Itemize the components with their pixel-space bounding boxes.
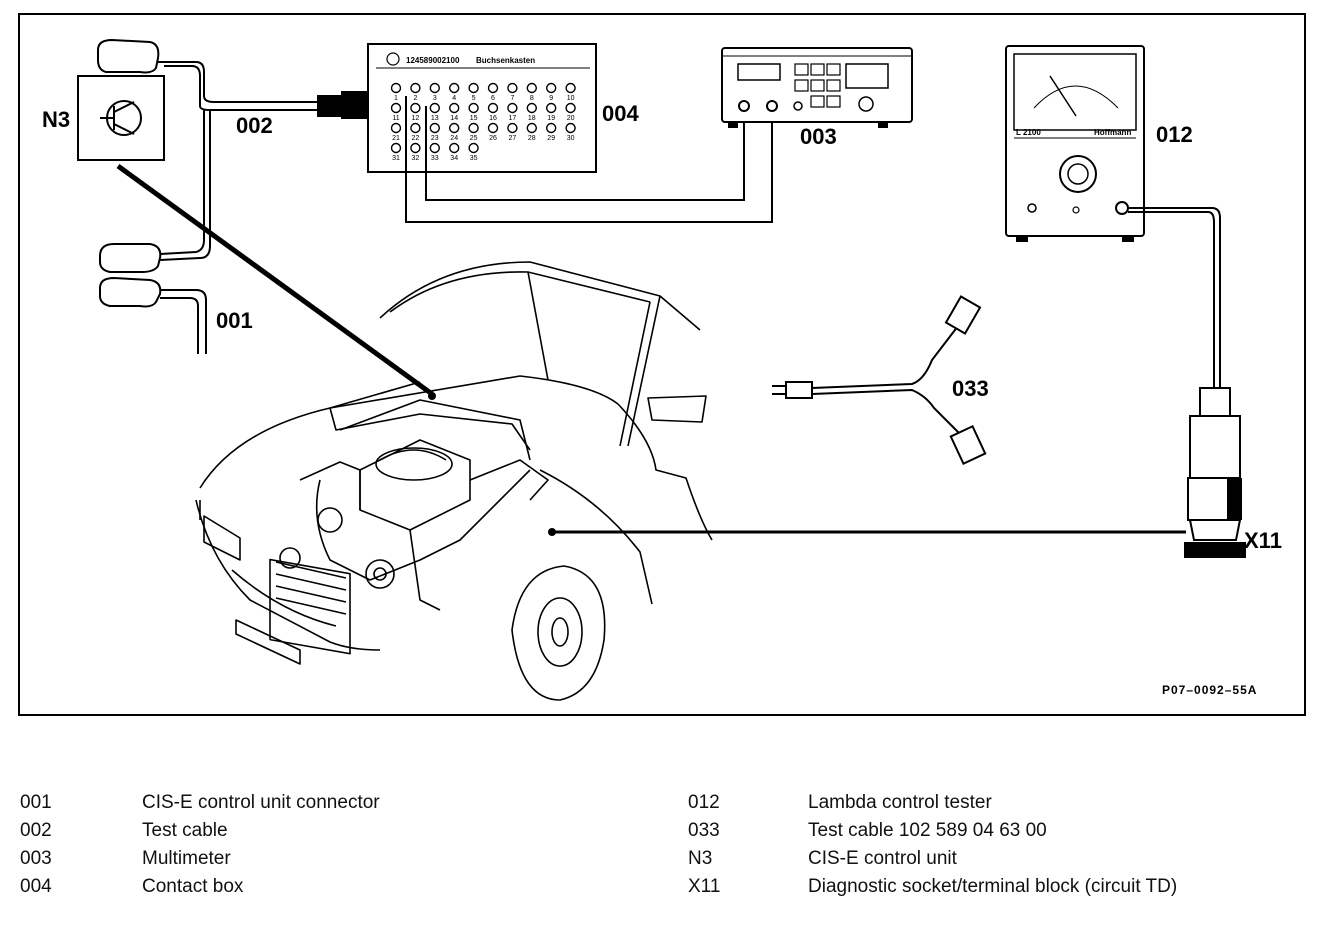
socket-label-22: 22 xyxy=(412,135,420,142)
socket-32 xyxy=(410,142,421,154)
x11-probe xyxy=(1184,387,1246,558)
socket-16 xyxy=(487,102,499,114)
callout-001: 001 xyxy=(216,308,253,333)
socket-label-16: 16 xyxy=(489,115,497,122)
lambda-tester-012: L 2100 Hoffmann xyxy=(1005,45,1145,242)
socket-label-32: 32 xyxy=(412,155,420,162)
vehicle-drawing xyxy=(195,261,713,701)
tester-label: L 2100 xyxy=(1016,128,1041,137)
socket-label-27: 27 xyxy=(509,135,517,142)
callout-003: 003 xyxy=(800,124,837,149)
socket-12 xyxy=(410,102,421,114)
callout-x11: X11 xyxy=(1244,528,1282,553)
callout-002: 002 xyxy=(236,113,273,138)
socket-3 xyxy=(429,82,440,94)
callout-n3: N3 xyxy=(42,107,70,132)
contact-box-part-number: 124589002100 xyxy=(406,56,460,65)
socket-14 xyxy=(449,102,460,114)
socket-label-23: 23 xyxy=(431,135,439,142)
socket-label-3: 3 xyxy=(433,95,437,102)
multimeter-003 xyxy=(721,47,913,128)
cable-002 xyxy=(158,61,369,261)
socket-25 xyxy=(468,122,479,134)
socket-22 xyxy=(410,122,421,134)
socket-24 xyxy=(449,122,460,134)
diagram-frame xyxy=(18,13,1306,716)
socket-label-14: 14 xyxy=(450,115,458,122)
socket-label-11: 11 xyxy=(392,115,399,122)
figure-reference: P07–0092–55A xyxy=(1162,683,1257,697)
tester-brand: Hoffmann xyxy=(1094,128,1131,137)
socket-label-18: 18 xyxy=(528,115,536,122)
socket-label-2: 2 xyxy=(413,95,417,102)
socket-20 xyxy=(565,102,576,114)
socket-10 xyxy=(565,82,576,94)
socket-label-8: 8 xyxy=(530,95,534,102)
socket-17 xyxy=(507,102,518,114)
socket-label-24: 24 xyxy=(450,135,458,142)
socket-label-17: 17 xyxy=(509,115,517,122)
socket-1 xyxy=(390,82,402,94)
socket-label-13: 13 xyxy=(431,115,439,122)
contact-box-title: Buchsenkasten xyxy=(476,56,535,65)
socket-29 xyxy=(546,122,557,134)
socket-label-20: 20 xyxy=(567,115,575,122)
socket-34 xyxy=(449,142,460,154)
socket-19 xyxy=(546,102,557,114)
socket-23 xyxy=(429,122,440,134)
socket-label-12: 12 xyxy=(412,115,420,122)
socket-5 xyxy=(468,82,479,94)
socket-15 xyxy=(468,102,479,114)
test-cable-033 xyxy=(772,295,987,465)
socket-33 xyxy=(429,142,440,154)
socket-label-4: 4 xyxy=(452,95,456,102)
socket-7 xyxy=(507,82,518,94)
socket-4 xyxy=(449,82,460,94)
socket-label-7: 7 xyxy=(510,95,514,102)
socket-label-1: 1 xyxy=(394,95,398,102)
tester-cable xyxy=(1128,207,1221,392)
socket-label-28: 28 xyxy=(528,135,536,142)
socket-label-15: 15 xyxy=(470,115,478,122)
socket-11 xyxy=(390,102,402,114)
connector-001 xyxy=(99,243,207,354)
socket-13 xyxy=(429,102,440,114)
multimeter-leads xyxy=(405,96,773,223)
socket-label-10: 10 xyxy=(567,95,575,102)
callout-033: 033 xyxy=(952,376,989,401)
socket-label-6: 6 xyxy=(491,95,495,102)
socket-21 xyxy=(390,122,402,134)
socket-35 xyxy=(468,142,479,154)
socket-label-34: 34 xyxy=(450,155,458,162)
socket-8 xyxy=(526,82,537,94)
socket-26 xyxy=(487,122,499,134)
control-unit-n3 xyxy=(77,38,165,161)
socket-label-33: 33 xyxy=(431,155,439,162)
socket-9 xyxy=(546,82,557,94)
socket-label-30: 30 xyxy=(567,135,575,142)
callout-004: 004 xyxy=(602,101,639,126)
socket-label-29: 29 xyxy=(547,135,555,142)
socket-18 xyxy=(526,102,537,114)
socket-30 xyxy=(565,122,576,134)
callout-012: 012 xyxy=(1156,122,1193,147)
socket-label-26: 26 xyxy=(489,135,497,142)
socket-31 xyxy=(390,142,402,154)
leader-n3 xyxy=(116,163,434,397)
socket-label-35: 35 xyxy=(470,155,478,162)
socket-6 xyxy=(487,82,499,94)
socket-label-19: 19 xyxy=(547,115,555,122)
socket-27 xyxy=(507,122,518,134)
socket-label-5: 5 xyxy=(472,95,476,102)
socket-label-9: 9 xyxy=(549,95,553,102)
socket-label-31: 31 xyxy=(392,155,400,162)
socket-label-21: 21 xyxy=(392,135,400,142)
socket-label-25: 25 xyxy=(470,135,478,142)
socket-28 xyxy=(526,122,537,134)
socket-2 xyxy=(410,82,421,94)
